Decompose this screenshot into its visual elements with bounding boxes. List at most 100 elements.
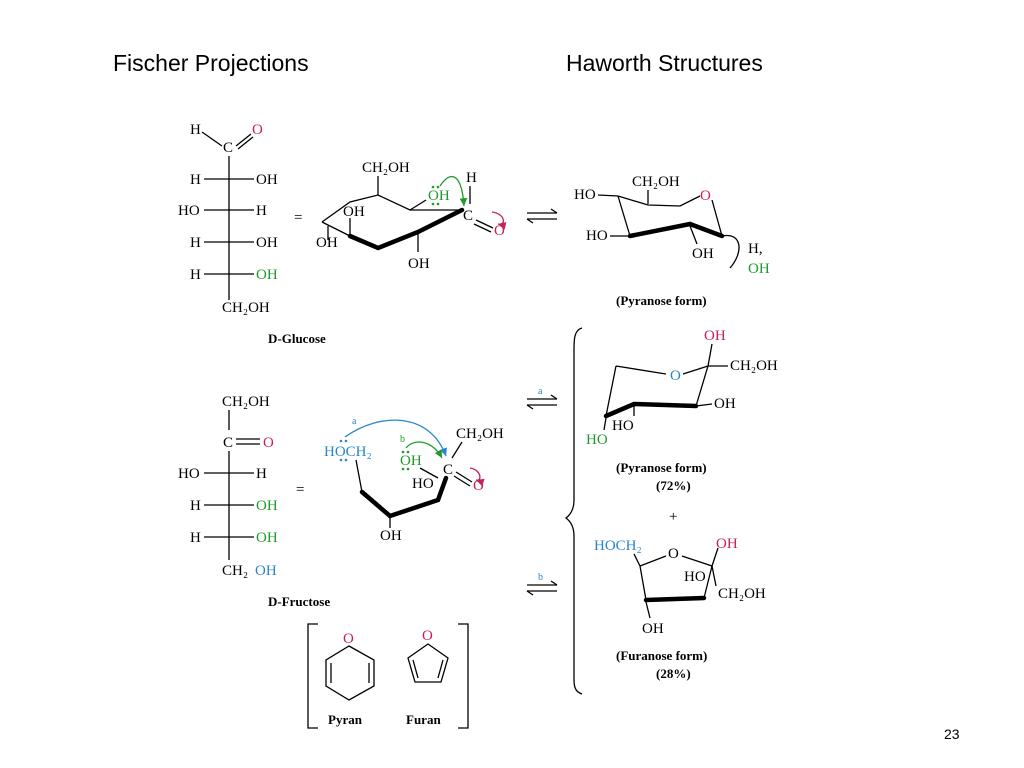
bond	[237, 136, 254, 150]
slide-number: 23	[944, 726, 960, 742]
fructose-furanose: HOCH₂ O OH HO CH₂OH OH (Furanose form) (…	[594, 536, 766, 681]
bond	[412, 659, 419, 679]
glucose-oc-oh-attack: OH	[428, 188, 450, 204]
wavy-bond	[721, 234, 740, 269]
fructose-oc-ho: HO	[412, 476, 434, 492]
bond	[550, 580, 558, 586]
fructose-fur-hoch2: HOCH₂	[594, 538, 642, 554]
glucose-bottom: CH₂OH	[222, 300, 270, 316]
left-bracket	[307, 623, 318, 729]
furan-o: O	[422, 628, 433, 644]
bond	[603, 417, 607, 431]
fructose-fur-ring-o: O	[668, 546, 679, 562]
bond	[451, 441, 463, 459]
bond	[550, 208, 558, 214]
fructose-carbonyl-o: O	[263, 435, 274, 451]
bond	[695, 365, 709, 407]
bond	[711, 565, 717, 587]
fructose-pyranose: OH O CH₂OH OH HO HO (Pyranose form) (72%…	[586, 328, 778, 493]
bond	[321, 221, 351, 237]
bond	[355, 459, 363, 493]
fructose-fischer-projection: CH₂OH C O HO H H OH H OH CH₂ OH D-Fructo…	[178, 394, 330, 609]
haworth-structures-heading: Haworth Structures	[566, 50, 763, 76]
fructose-oc-ch2oh: CH₂OH	[456, 426, 504, 442]
bond	[419, 467, 439, 479]
fructose-pyr-ho-left: HO	[586, 432, 608, 448]
fructose-fur-oh-top: OH	[716, 536, 738, 552]
fructose-top: CH₂OH	[222, 394, 270, 410]
equilibrium-b-label: b	[538, 572, 543, 583]
fructose-row2-left: H	[190, 498, 201, 514]
bond	[707, 343, 713, 367]
fructose-fur-oh-bottom: OH	[642, 621, 664, 637]
glucose-pyr-ch2oh: CH₂OH	[632, 174, 680, 190]
fructose-oc-oh-attack: OH	[400, 453, 422, 469]
equilibrium-a-label: a	[538, 386, 543, 397]
glucose-pyr-ho-top: HO	[574, 187, 596, 203]
bond	[617, 195, 631, 237]
pyran-ring	[325, 645, 375, 701]
fructose-row3-right: OH	[256, 530, 278, 546]
lone-pair	[344, 458, 348, 462]
lone-pair	[406, 467, 410, 471]
fructose-row2-right: OH	[256, 498, 278, 514]
lone-pair	[431, 202, 435, 206]
arrow-b-label: b	[400, 434, 405, 445]
glucose-oc-c: C	[463, 208, 473, 224]
bond	[682, 365, 709, 375]
glucose-name: D-Glucose	[268, 331, 326, 346]
bond	[639, 555, 667, 567]
fructose-pyranose-label: (Pyranose form)	[616, 460, 707, 475]
product-brace	[564, 327, 583, 695]
glucose-equals: =	[294, 210, 302, 226]
pyran-label: Pyran	[328, 712, 363, 727]
lone-pair	[401, 450, 405, 454]
glucose-pyr-ho-bottom: HO	[586, 228, 608, 244]
glucose-row4-left: H	[190, 267, 201, 283]
fructose-pyranose-percent: (72%)	[656, 478, 691, 493]
glucose-row1-right: OH	[256, 172, 278, 188]
fructose-fur-ch2oh: CH₂OH	[718, 586, 766, 602]
fructose-row3-left: H	[190, 530, 201, 546]
nucleophilic-attack-arrow	[439, 175, 468, 207]
lone-pair	[436, 185, 440, 189]
glucose-oc-oh-bottom: OH	[408, 256, 430, 272]
bond	[711, 199, 723, 237]
fructose-oc-c: C	[443, 462, 453, 478]
glucose-fischer-projection: H O C H OH HO H H OH H OH CH₂OH D-Glucos…	[178, 122, 326, 346]
fischer-projections-heading: Fischer Projections	[113, 50, 309, 76]
fructose-pyr-ch2oh: CH₂OH	[730, 358, 778, 374]
arrow-a-label: a	[352, 416, 357, 427]
electron-push-arrow	[491, 211, 507, 230]
attack-arrow-a	[344, 419, 447, 457]
bond	[453, 475, 471, 487]
bond	[347, 207, 465, 251]
fructose-open-chain: HOCH₂ a OH b CH₂OH C O HO OH	[324, 416, 504, 544]
fructose-row1-right: H	[256, 466, 267, 482]
glucose-oc-ch2oh: CH₂OH	[362, 160, 410, 176]
bond	[711, 547, 719, 567]
lone-pair	[339, 439, 343, 443]
fructose-pyr-oh-right: OH	[714, 396, 736, 412]
bond	[603, 401, 699, 419]
glucose-row2-left: HO	[178, 203, 200, 219]
glucose-oc-h: H	[466, 170, 477, 186]
glucose-row3-left: H	[190, 235, 201, 251]
lone-pair	[431, 185, 435, 189]
bond	[526, 590, 534, 596]
bond	[321, 194, 462, 223]
bond	[695, 403, 713, 407]
glucose-pyr-h-anomeric: H,	[748, 241, 763, 257]
bond	[550, 394, 558, 400]
bond	[475, 219, 494, 229]
fructose-bottom-ch2: CH₂	[222, 563, 248, 579]
bond	[633, 553, 641, 567]
fructose-c2: C	[223, 435, 233, 451]
glucose-oc-o: O	[494, 223, 505, 239]
bond	[689, 225, 698, 245]
electron-push-arrow	[469, 467, 485, 487]
bond	[201, 131, 223, 147]
glucose-row3-right: OH	[256, 235, 278, 251]
fructose-pyr-oh-top: OH	[704, 328, 726, 344]
